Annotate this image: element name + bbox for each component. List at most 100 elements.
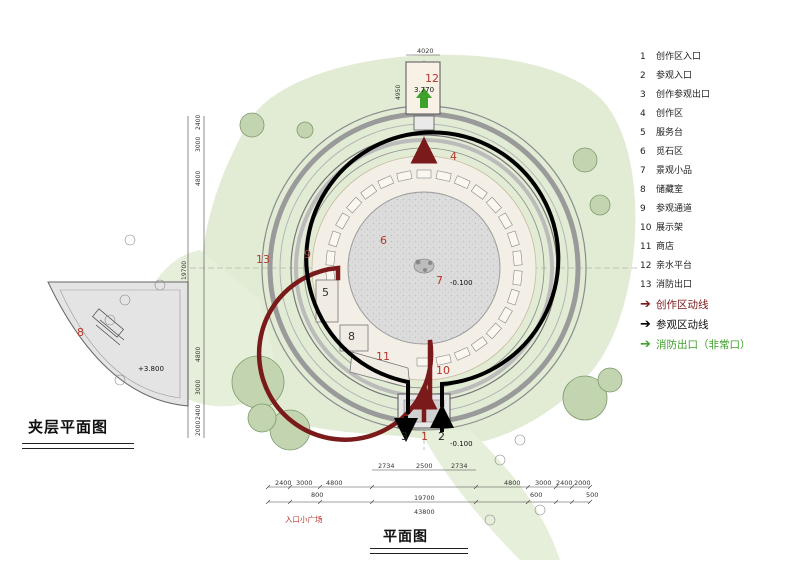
legend-item-number: 7	[640, 166, 646, 176]
legend-item-label: 参观通道	[656, 204, 693, 214]
elevation-entrance: -0.100	[450, 440, 473, 448]
legend-item-label: 觅石区	[656, 147, 684, 157]
legend-item-label: 参观入口	[656, 71, 693, 81]
shrub-icon	[514, 434, 526, 446]
dim-2500: 2500	[416, 462, 433, 470]
label-4: 4	[450, 150, 457, 163]
dimension-tick	[369, 484, 375, 490]
vdim-19700: 19700	[181, 261, 188, 280]
shrub-icon	[124, 234, 136, 246]
label-7: 7	[436, 274, 443, 287]
dim-500: 500	[586, 491, 598, 499]
mezzanine-title-underline	[22, 443, 134, 444]
dim-2400-left: 2400	[275, 479, 292, 487]
dim-2000-right: 2000	[574, 479, 591, 487]
mezzanine-plan-title: 夹层平面图	[28, 418, 109, 436]
dimension-tick	[587, 499, 593, 505]
legend-item-label: 消防出口	[656, 280, 693, 290]
legend-item-label: 亲水平台	[656, 261, 693, 271]
route-arrow-icon: ➔	[640, 317, 651, 332]
legend-item-label: 创作参观出口	[656, 90, 711, 100]
label-5: 5	[322, 286, 329, 299]
vdim-4800-top: 4800	[195, 171, 202, 186]
dimension-tick	[265, 499, 271, 505]
inner-floor	[311, 155, 537, 381]
creation-route	[256, 136, 438, 442]
label-13: 13	[256, 253, 270, 266]
shrub-icon	[534, 504, 546, 516]
legend-route-label: 消防出口（非常口）	[656, 339, 751, 351]
shrub-icon	[494, 454, 506, 466]
legend-item-number: 8	[640, 185, 646, 195]
work-table	[507, 288, 520, 306]
fire-exit-arrow	[416, 88, 432, 108]
legend-route: ➔创作区动线	[640, 295, 800, 315]
dim-2734-left: 2734	[378, 462, 395, 470]
bottom-dimensions	[268, 469, 590, 503]
elevation-marks: -0.100 -0.100 +3.800 3.770	[138, 86, 473, 448]
mezzanine-title-underline-thin	[22, 448, 134, 449]
work-table	[360, 184, 378, 200]
label-10: 10	[436, 364, 450, 377]
work-table	[325, 250, 336, 266]
tree-icon	[562, 375, 608, 421]
dim-4800-left: 4800	[326, 479, 343, 487]
legend-item-number: 3	[640, 90, 646, 100]
legend-item-label: 展示架	[656, 223, 684, 233]
tree-icon	[239, 112, 265, 138]
shrub-icon	[119, 294, 131, 306]
label-9: 9	[304, 248, 311, 261]
work-table	[328, 230, 341, 248]
elevation-center: -0.100	[450, 279, 473, 287]
legend-item-number: 11	[640, 242, 652, 252]
work-table	[470, 184, 488, 200]
legend-item-label: 创作区	[656, 109, 684, 119]
entrance-plaza-label: 入口小广场	[285, 514, 323, 524]
dimension-tick	[569, 484, 575, 490]
dimension-tick	[553, 484, 559, 490]
legend-item-number: 5	[640, 128, 646, 138]
work-table	[346, 196, 363, 214]
legend-item-label: 景观小品	[656, 166, 693, 176]
visitor-route	[304, 130, 561, 442]
elevation-mezzanine: +3.800	[138, 365, 164, 373]
vdim-3000-bottom: 3000	[195, 380, 202, 395]
label-8: 8	[348, 330, 355, 343]
legend-route-label: 参观区动线	[656, 319, 709, 331]
work-table	[470, 336, 488, 352]
label-2: 2	[438, 430, 445, 443]
legend-item-label: 储藏室	[656, 185, 684, 195]
dimension-tick	[473, 499, 479, 505]
dimension-tick	[369, 499, 375, 505]
shrub-icon	[484, 514, 496, 526]
legend-item: 8 储藏室	[640, 181, 800, 200]
label-1: 1	[421, 430, 428, 443]
work-table	[512, 250, 523, 266]
tree-icon	[589, 194, 611, 216]
legend-route-label: 创作区动线	[656, 299, 709, 311]
dim-2400-right: 2400	[556, 479, 573, 487]
legend-route: ➔消防出口（非常口）	[640, 335, 800, 355]
work-table	[485, 322, 502, 340]
legend-item-number: 2	[640, 71, 646, 81]
work-table	[396, 170, 413, 182]
label-3: 3	[401, 430, 408, 443]
tree-icon	[572, 147, 598, 173]
shrub-icon	[104, 314, 116, 326]
legend-item: 2 参观入口	[640, 67, 800, 86]
tree-icon	[247, 403, 277, 433]
work-table	[485, 196, 502, 214]
work-table	[435, 170, 452, 182]
legend-item-number: 13	[640, 280, 652, 290]
dim-2734-right: 2734	[451, 462, 468, 470]
work-table	[377, 175, 395, 190]
floor-plan-title-underline	[370, 548, 468, 549]
